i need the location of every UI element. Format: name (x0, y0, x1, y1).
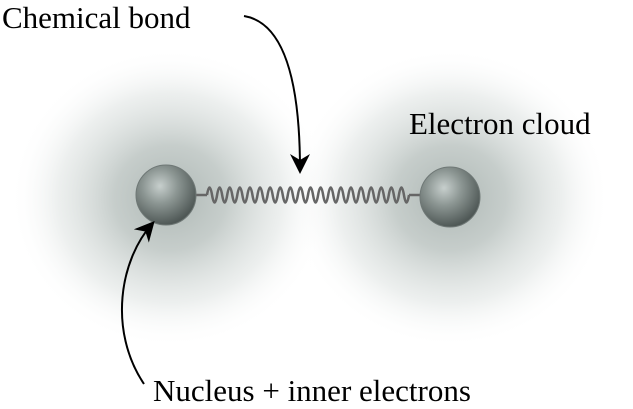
chemical-bond-label: Chemical bond (2, 0, 191, 35)
nucleus-left (136, 165, 196, 225)
spring-icon (207, 188, 409, 203)
electron-cloud-label: Electron cloud (409, 106, 591, 141)
nucleus-label: Nucleus + inner electrons (153, 373, 471, 408)
nucleus-right (420, 167, 480, 227)
